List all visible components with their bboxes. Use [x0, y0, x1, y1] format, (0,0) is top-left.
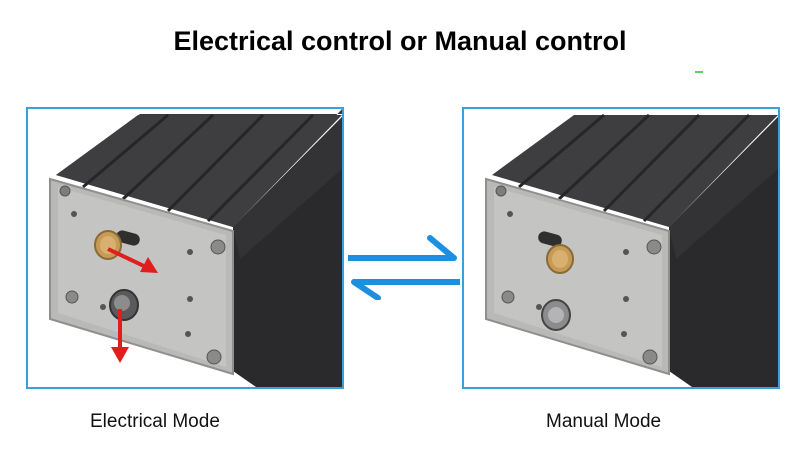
red-arrow-down-icon: [111, 309, 129, 363]
device-illustration-manual: [485, 113, 778, 387]
manual-mode-photo: [462, 107, 780, 389]
screw-icon: [206, 349, 222, 365]
screw-icon: [642, 349, 658, 365]
screw-icon: [210, 239, 226, 255]
device-illustration-electrical: [49, 109, 342, 387]
screw-icon: [59, 185, 71, 197]
electrical-mode-photo: [26, 107, 344, 389]
swap-arrows-icon: [348, 235, 460, 300]
screw-icon: [65, 290, 79, 304]
screw-icon: [495, 185, 507, 197]
decorative-dash: [695, 71, 703, 73]
device-top-face: [492, 115, 778, 227]
electrical-mode-caption: Electrical Mode: [90, 411, 220, 432]
page-title: Electrical control or Manual control: [173, 26, 627, 56]
screw-icon: [501, 290, 515, 304]
red-arrow-right-icon: [107, 247, 158, 273]
screw-icon: [646, 239, 662, 255]
manual-mode-caption: Manual Mode: [546, 411, 662, 432]
